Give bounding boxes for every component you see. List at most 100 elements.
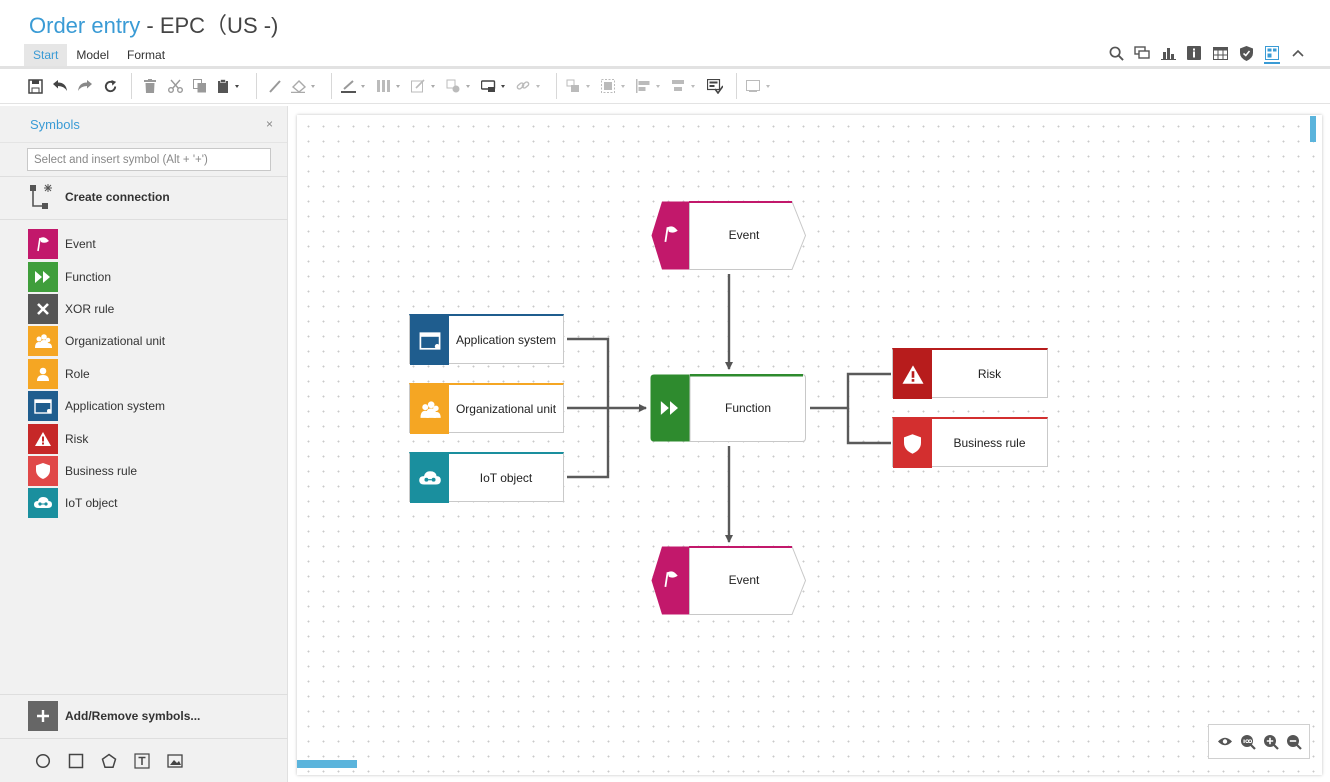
fast-forward-icon xyxy=(28,261,58,292)
line-color-icon[interactable] xyxy=(339,75,371,97)
window-icon xyxy=(28,391,58,422)
organizational-unit-node[interactable]: Organizational unit xyxy=(409,383,564,434)
warning-icon xyxy=(893,350,932,399)
rectangle-tool-icon[interactable] xyxy=(66,752,86,770)
edit-icon[interactable] xyxy=(409,75,441,97)
paste-icon[interactable] xyxy=(214,75,246,97)
collapse-icon[interactable] xyxy=(1290,45,1306,61)
toolbar-separator xyxy=(331,73,332,99)
divider xyxy=(0,694,288,695)
event-label: Event xyxy=(728,228,760,242)
fill-color-icon[interactable] xyxy=(289,75,321,97)
symbol-search-input[interactable] xyxy=(27,148,271,171)
view-icon[interactable] xyxy=(1216,733,1234,751)
distribute-icon[interactable] xyxy=(669,75,701,97)
window-icon xyxy=(410,316,449,365)
shield-icon xyxy=(28,455,58,486)
toolbar-separator xyxy=(736,73,737,99)
symbols-panel: Symbols × Create connection Event Functi… xyxy=(0,106,288,782)
symbol-list: Event Function XOR rule Organizational u… xyxy=(28,228,165,520)
ribbon-divider xyxy=(0,66,1330,69)
add-remove-symbols-button[interactable]: Add/Remove symbols... xyxy=(28,700,200,732)
vertical-scrollbar[interactable] xyxy=(1310,116,1316,142)
columns-icon[interactable] xyxy=(374,75,406,97)
connector-icon[interactable] xyxy=(479,75,511,97)
group-icon[interactable] xyxy=(599,75,631,97)
text-tool-icon[interactable] xyxy=(132,752,152,770)
image-tool-icon[interactable] xyxy=(165,752,185,770)
tab-model[interactable]: Model xyxy=(76,48,110,62)
undo-icon[interactable] xyxy=(49,75,71,97)
close-icon[interactable]: × xyxy=(265,117,273,131)
flag-icon xyxy=(28,229,58,260)
search-icon[interactable] xyxy=(1108,45,1124,61)
tab-format[interactable]: Format xyxy=(127,48,166,62)
symbol-item-application-system[interactable]: Application system xyxy=(28,390,165,422)
application-system-node[interactable]: Application system xyxy=(409,314,564,365)
flag-icon xyxy=(662,225,680,248)
fit-100-icon[interactable] xyxy=(1239,733,1257,751)
divider xyxy=(0,219,288,220)
symbol-item-label: IoT object xyxy=(65,496,118,511)
symbols-panel-icon[interactable] xyxy=(1264,42,1280,64)
symbol-item-event[interactable]: Event xyxy=(28,228,165,260)
fast-forward-icon xyxy=(659,400,681,421)
symbol-item-xor-rule[interactable]: XOR rule xyxy=(28,293,165,325)
shield-icon[interactable] xyxy=(1238,45,1254,61)
symbol-item-risk[interactable]: Risk xyxy=(28,422,165,454)
model-canvas[interactable] xyxy=(297,115,1322,775)
organizational-unit-label: Organizational unit xyxy=(455,401,557,416)
iot-object-node[interactable]: IoT object xyxy=(409,452,564,503)
iot-icon xyxy=(410,454,449,503)
link-icon[interactable] xyxy=(514,75,546,97)
tab-start[interactable]: Start xyxy=(24,44,68,66)
info-icon[interactable] xyxy=(1186,45,1202,61)
refresh-icon[interactable] xyxy=(99,75,121,97)
business-rule-label: Business rule xyxy=(953,435,1026,450)
spell-icon[interactable] xyxy=(704,75,726,97)
symbol-item-label: Role xyxy=(65,366,90,381)
comments-icon[interactable] xyxy=(1134,45,1150,61)
pentagon-tool-icon[interactable] xyxy=(99,752,119,770)
symbol-item-function[interactable]: Function xyxy=(28,260,165,292)
symbol-item-organizational-unit[interactable]: Organizational unit xyxy=(28,325,165,357)
create-connection-label: Create connection xyxy=(65,190,170,204)
model-type: - EPC（US -) xyxy=(140,13,279,38)
connection-icon xyxy=(30,184,52,209)
toolbar-separator xyxy=(131,73,132,99)
create-connection-button[interactable]: Create connection xyxy=(28,182,170,212)
iot-icon xyxy=(28,488,58,519)
toolbar-separator xyxy=(256,73,257,99)
redo-icon[interactable] xyxy=(74,75,96,97)
symbol-item-iot-object[interactable]: IoT object xyxy=(28,487,165,519)
table-icon[interactable] xyxy=(1212,45,1228,61)
toolbar-separator xyxy=(556,73,557,99)
save-icon[interactable] xyxy=(24,75,46,97)
event-node-bottom[interactable]: Event xyxy=(651,546,806,615)
risk-label: Risk xyxy=(977,366,1002,381)
symbol-item-label: Organizational unit xyxy=(65,334,166,349)
chart-icon[interactable] xyxy=(1160,45,1176,61)
align-icon[interactable] xyxy=(634,75,666,97)
shape-icon[interactable] xyxy=(444,75,476,97)
symbol-item-role[interactable]: Role xyxy=(28,358,165,390)
cut-icon[interactable] xyxy=(164,75,186,97)
zoom-in-icon[interactable] xyxy=(1262,733,1280,751)
more-icon[interactable] xyxy=(744,75,776,97)
circle-tool-icon[interactable] xyxy=(33,752,53,770)
function-node[interactable]: Function xyxy=(650,374,806,442)
format-painter-icon[interactable] xyxy=(264,75,286,97)
zoom-out-icon[interactable] xyxy=(1285,733,1303,751)
person-icon xyxy=(28,358,58,389)
view-toggle-bar xyxy=(1108,42,1306,64)
symbol-item-business-rule[interactable]: Business rule xyxy=(28,455,165,487)
business-rule-node[interactable]: Business rule xyxy=(892,417,1048,468)
delete-icon[interactable] xyxy=(139,75,161,97)
shape-tools xyxy=(33,752,185,770)
x-icon xyxy=(28,293,58,324)
risk-node[interactable]: Risk xyxy=(892,348,1048,399)
arrange-icon[interactable] xyxy=(564,75,596,97)
event-node-top[interactable]: Event xyxy=(651,201,806,270)
horizontal-scrollbar[interactable] xyxy=(297,760,357,768)
copy-icon[interactable] xyxy=(189,75,211,97)
